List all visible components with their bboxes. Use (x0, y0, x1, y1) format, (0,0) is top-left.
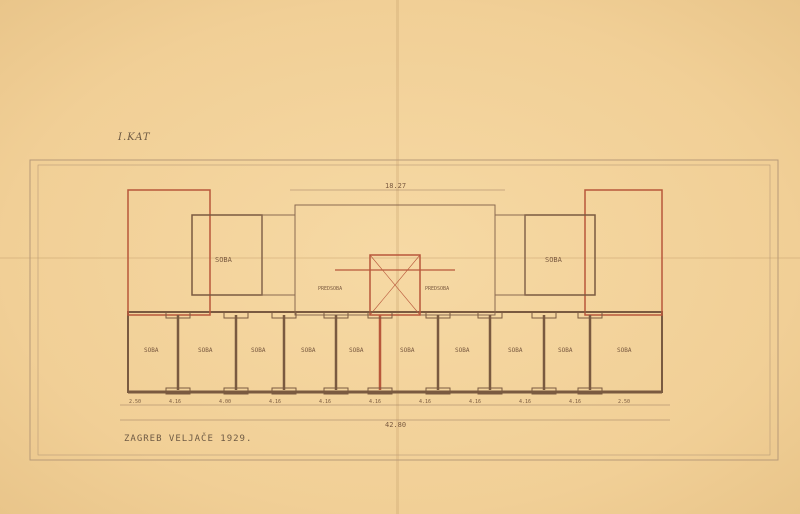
bay-dimension: 4.00 (219, 399, 231, 405)
bay-dimension: 2.50 (129, 399, 141, 405)
pier (223, 387, 249, 395)
pier (531, 387, 557, 395)
floor-title: I.KAT (118, 132, 151, 143)
pier (271, 387, 297, 395)
pier (223, 311, 249, 319)
bay-dimension: 4.16 (419, 399, 431, 405)
stair-right (494, 214, 526, 296)
room-label: SOBA (301, 347, 316, 354)
bay-dimension: 4.16 (519, 399, 531, 405)
bay-dimension: 4.16 (469, 399, 481, 405)
total-dimension: 42.80 (385, 421, 406, 429)
pier (367, 387, 393, 395)
room-label: SOBA (455, 347, 470, 354)
frame-inner (37, 164, 771, 456)
room-label: SOBA (144, 347, 159, 354)
bay-dimension: 4.16 (319, 399, 331, 405)
left-wing (127, 189, 211, 316)
room-label: SOBA (349, 347, 364, 354)
bay-dimension: 4.16 (269, 399, 281, 405)
room-label: SOBA (508, 347, 523, 354)
room-label: SOBA (251, 347, 266, 354)
paper-fold-horizontal (0, 257, 800, 259)
pier (477, 387, 503, 395)
right-wing (584, 189, 663, 316)
pier (477, 311, 503, 319)
pier (425, 311, 451, 319)
pier (577, 311, 603, 319)
pier (165, 387, 191, 395)
pier (531, 311, 557, 319)
pier (323, 311, 349, 319)
room-label: SOBA (400, 347, 415, 354)
bay-dimension: 2.50 (618, 399, 630, 405)
elevator-core (369, 254, 421, 316)
pier (165, 311, 191, 319)
pier (271, 311, 297, 319)
pier (425, 387, 451, 395)
frame-outer (29, 159, 779, 461)
hall-label: PREDSOBA (425, 286, 449, 292)
bay-dimension: 4.16 (569, 399, 581, 405)
upper-room-label: SOBA (545, 256, 563, 264)
room-label: SOBA (198, 347, 213, 354)
room-label: SOBA (617, 347, 632, 354)
upper-room-left (191, 214, 263, 296)
pier (367, 311, 393, 319)
hall-label: PREDSOBA (318, 286, 342, 292)
pier (577, 387, 603, 395)
place-date-signature: ZAGREB VELJAČE 1929. (124, 434, 253, 444)
top-dimension: 18.27 (385, 182, 406, 190)
center-block (294, 204, 496, 316)
bay-dimension: 4.16 (369, 399, 381, 405)
pier (323, 387, 349, 395)
paper-fold-vertical (396, 0, 399, 514)
bay-dimension: 4.16 (169, 399, 181, 405)
upper-room-label: SOBA (215, 256, 233, 264)
stair-left (261, 214, 296, 296)
room-label: SOBA (558, 347, 573, 354)
